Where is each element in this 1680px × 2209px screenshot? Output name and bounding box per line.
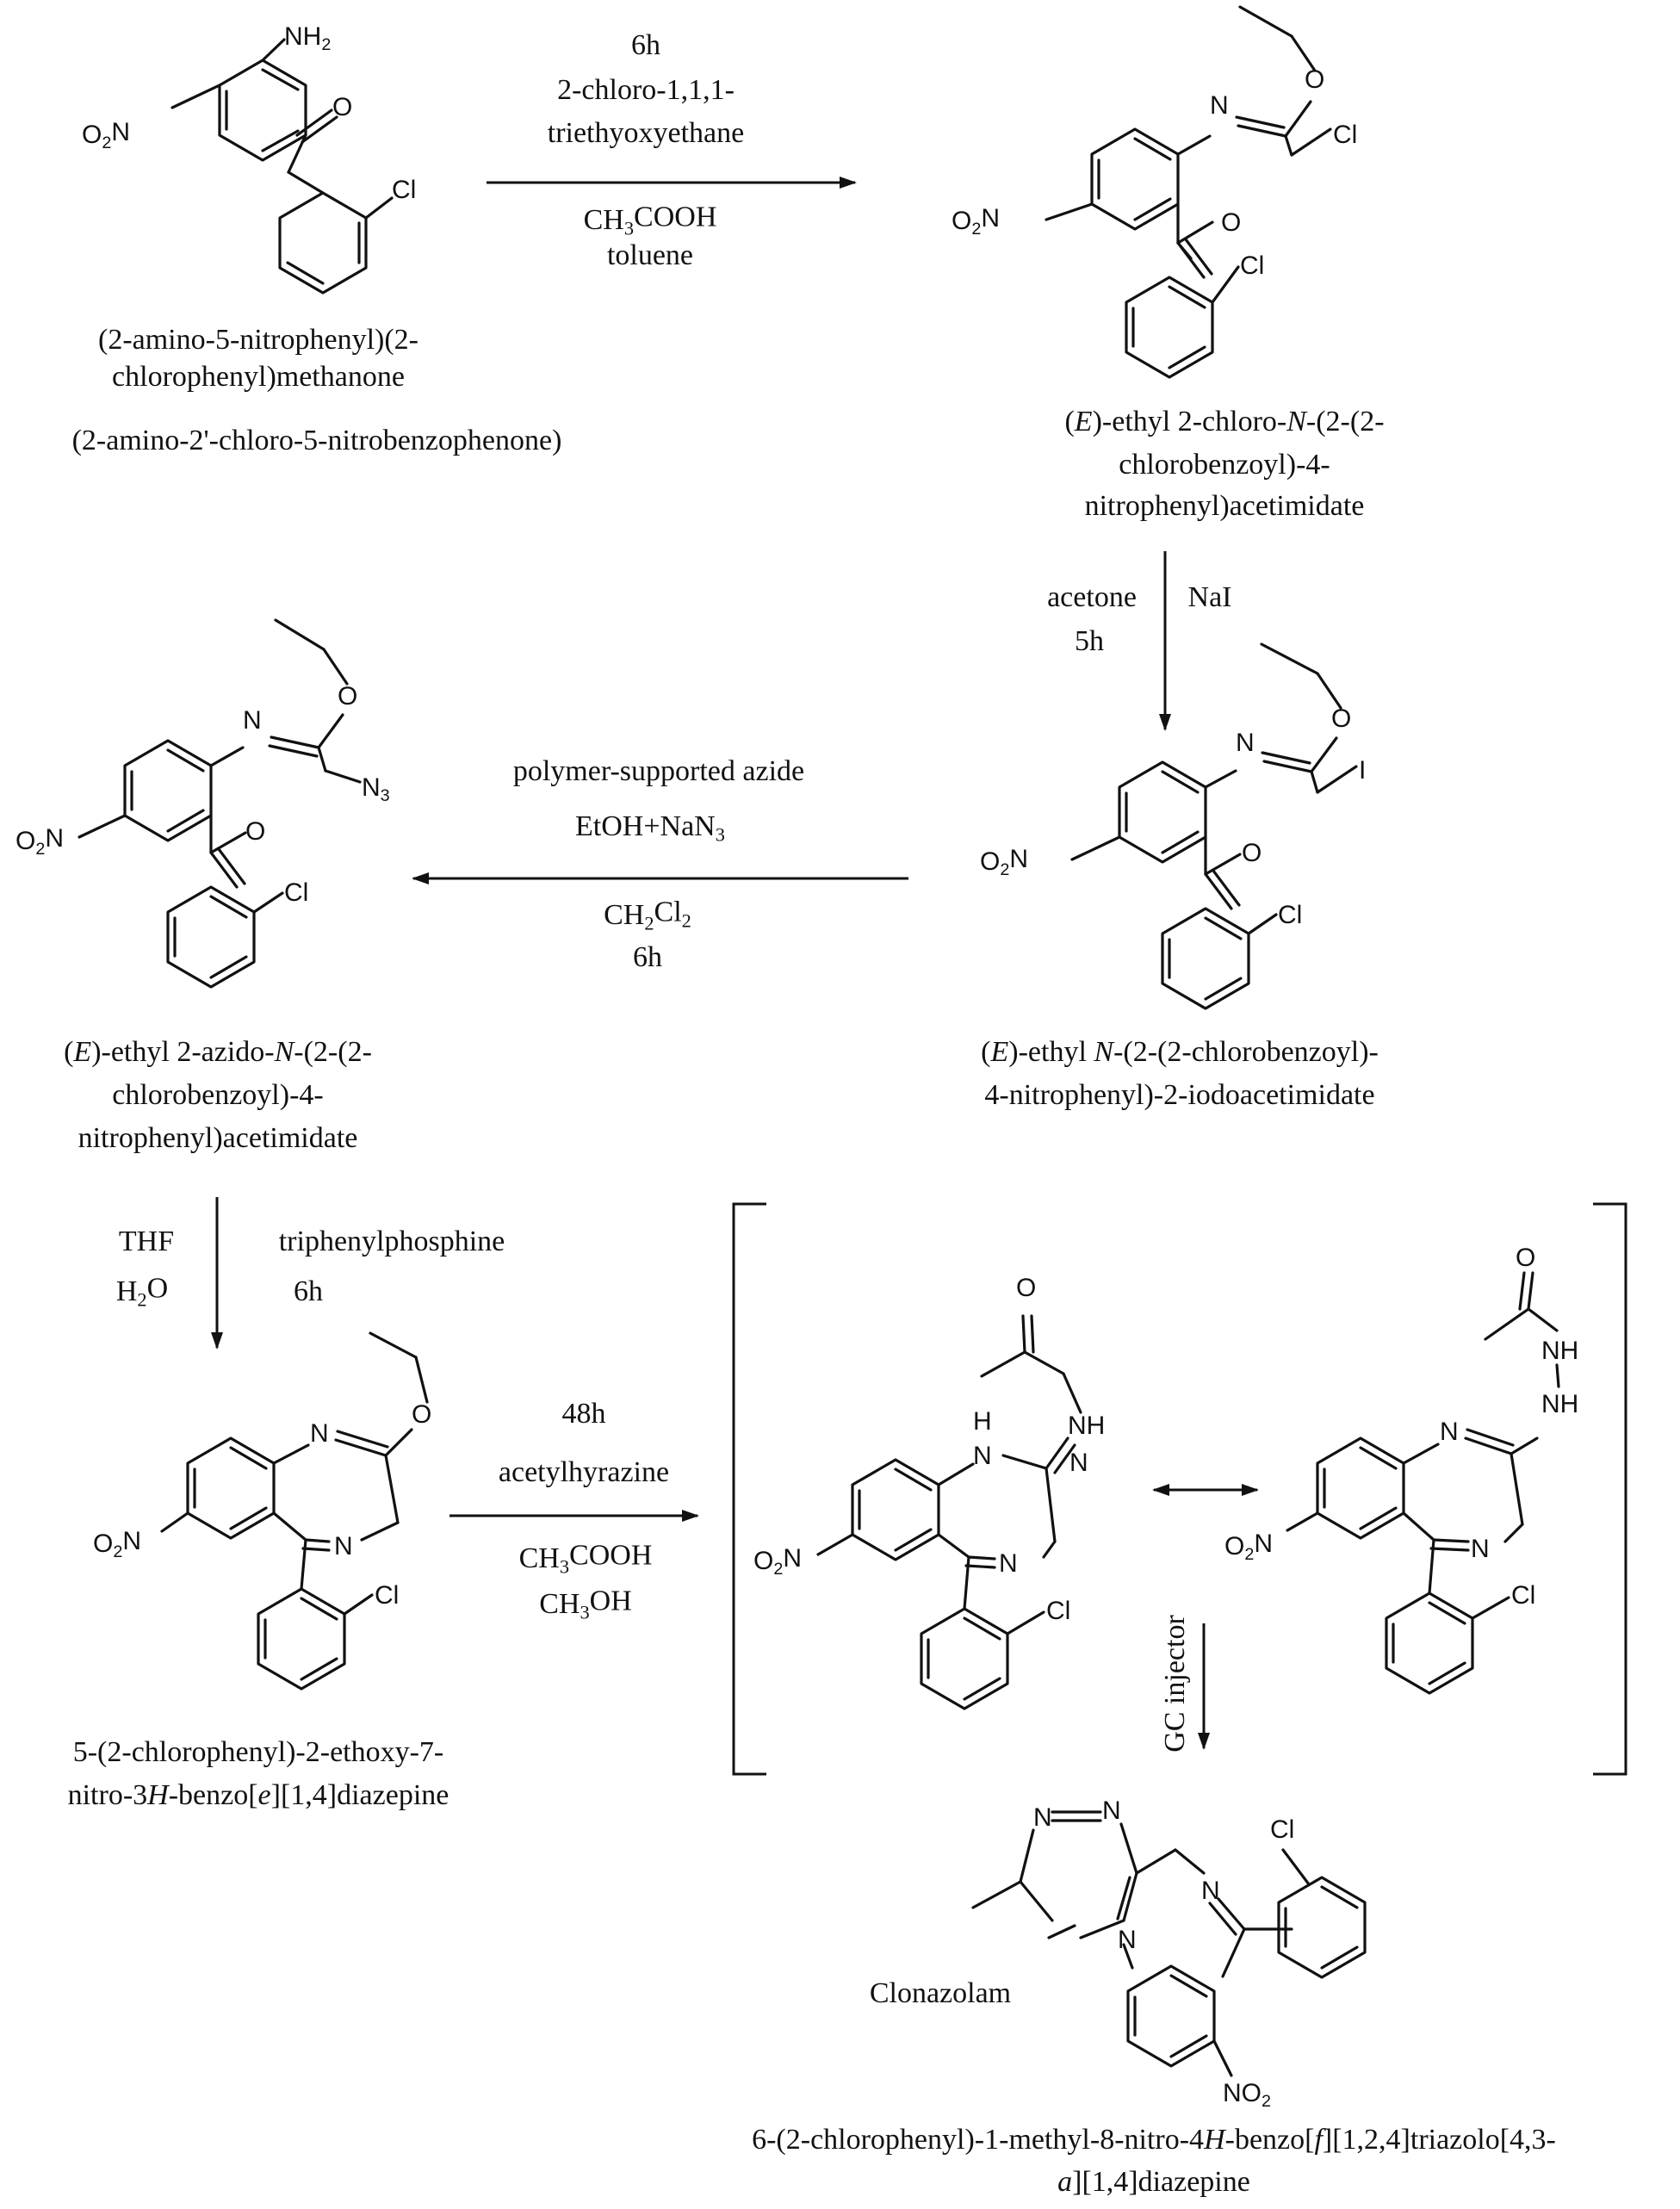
chloro-label: Cl xyxy=(1511,1581,1535,1610)
clonazolam-name-line2: a][1,4]diazepine xyxy=(1057,2166,1250,2198)
imine-n-label: N xyxy=(999,1549,1018,1578)
right-bracket xyxy=(1593,1202,1627,1776)
nitro-label: O2N xyxy=(980,845,1028,879)
r1-below-1: CH3COOH xyxy=(584,202,717,239)
intermediate-7-structure xyxy=(1286,1271,1560,1695)
r1-above-3: triethyoxyethane xyxy=(548,117,744,149)
compound-1-name-line1: (2-amino-5-nitrophenyl)(2- xyxy=(98,324,418,356)
r3-above-2: EtOH+NaN3 xyxy=(575,810,725,846)
carbonyl-o-label: O xyxy=(245,817,265,846)
nitro-label: O2N xyxy=(82,118,130,152)
compound-3-name-line2: 4-nitrophenyl)-2-iodoacetimidate xyxy=(984,1079,1374,1111)
nitro-label: O2N xyxy=(753,1544,802,1579)
r5-below-2: CH3OH xyxy=(539,1585,632,1623)
imine-n-label: N xyxy=(310,1419,329,1448)
chloro-label: Cl xyxy=(375,1581,399,1610)
compound-1-structure xyxy=(170,38,394,295)
compound-1-name-line2: chlorophenyl)methanone xyxy=(112,361,405,393)
ether-o-label: O xyxy=(1331,704,1351,733)
hydrazine-nh-label: NH xyxy=(1541,1390,1578,1418)
compound-5-name-line1: 5-(2-chlorophenyl)-2-ethoxy-7- xyxy=(73,1736,444,1768)
r2-left-1: acetone xyxy=(1047,581,1137,613)
imine-n-label: N xyxy=(1236,729,1255,757)
chloro-label: Cl xyxy=(1333,121,1357,149)
imine-n-label: N xyxy=(1201,1877,1220,1905)
ether-o-label: O xyxy=(1305,65,1324,94)
compound-2-name-line3: nitrophenyl)acetimidate xyxy=(1085,490,1365,522)
chloro-label: Cl xyxy=(1270,1815,1294,1844)
left-bracket xyxy=(732,1202,766,1776)
imine-n-label: N xyxy=(1210,91,1229,120)
compound-3-structure xyxy=(1070,642,1358,1010)
clonazolam-structure xyxy=(971,1810,1367,2077)
carbonyl-o-label: O xyxy=(332,93,352,121)
compound-5-name-line2: nitro-3H-benzo[e][1,4]diazepine xyxy=(68,1779,449,1811)
nitro-label: NO2 xyxy=(1223,2079,1271,2111)
carbonyl-o-label: O xyxy=(1221,208,1241,237)
r5-above-1: 48h xyxy=(562,1398,606,1430)
r6-label: GC injector xyxy=(1159,1615,1191,1753)
ring-n-label: N xyxy=(973,1442,992,1470)
acetyl-o-label: O xyxy=(1516,1244,1535,1272)
compound-2-structure xyxy=(1045,5,1332,379)
hydrazone-n-label: N xyxy=(1069,1449,1088,1477)
r2-right-1: NaI xyxy=(1188,581,1232,613)
r4-right-1: triphenylphosphine xyxy=(279,1225,505,1257)
ether-o-label: O xyxy=(338,682,357,710)
iodo-label: I xyxy=(1359,756,1366,785)
r3-below-1: CH2Cl2 xyxy=(604,897,691,934)
triazole-n-label: N xyxy=(1033,1803,1052,1832)
r1-above-2: 2-chloro-1,1,1- xyxy=(557,74,735,106)
imine-n-label: N xyxy=(1471,1535,1490,1563)
compound-1-alt-name: (2-amino-2'-chloro-5-nitrobenzophenone) xyxy=(72,425,562,456)
carbonyl-o-label: O xyxy=(1242,839,1262,867)
imine-n-label: N xyxy=(243,706,262,735)
clonazolam-label: Clonazolam xyxy=(870,1977,1011,2009)
chloro-label: Cl xyxy=(284,878,308,907)
compound-4-name-line3: nitrophenyl)acetimidate xyxy=(78,1122,358,1154)
azide-label: N3 xyxy=(362,773,390,805)
acetyl-o-label: O xyxy=(1016,1274,1036,1302)
ring-n-label: N xyxy=(1440,1418,1459,1446)
amine-label: NH2 xyxy=(284,22,331,54)
r4-left-1: THF xyxy=(119,1225,174,1257)
chloro-label: Cl xyxy=(1278,901,1302,929)
compound-4-name-line2: chlorobenzoyl)-4- xyxy=(112,1079,323,1111)
compound-3-name-line1: (E)-ethyl N-(2-(2-chlorobenzoyl)- xyxy=(981,1036,1379,1068)
r2-left-2: 5h xyxy=(1075,625,1104,657)
chloro-label: Cl xyxy=(392,176,416,204)
clonazolam-name-line1: 6-(2-chlorophenyl)-1-methyl-8-nitro-4H-b… xyxy=(752,2124,1556,2156)
imine-n-label: N xyxy=(334,1532,353,1561)
nitro-label: O2N xyxy=(93,1527,141,1561)
r3-above-1: polymer-supported azide xyxy=(513,755,804,787)
ether-o-label: O xyxy=(412,1400,431,1429)
nitro-label: O2N xyxy=(952,204,1000,239)
compound-2-name-line2: chlorobenzoyl)-4- xyxy=(1119,449,1330,481)
compound-5-structure xyxy=(160,1331,429,1691)
triazole-n-label: N xyxy=(1118,1926,1137,1954)
hydrazide-nh-label: NH xyxy=(1068,1412,1105,1440)
compound-4-name-line1: (E)-ethyl 2-azido-N-(2-(2- xyxy=(64,1036,372,1068)
nitro-label: O2N xyxy=(1224,1530,1273,1564)
r1-below-2: toluene xyxy=(607,239,693,271)
chloro-label: Cl xyxy=(1240,251,1264,280)
r3-below-2: 6h xyxy=(633,941,662,973)
compound-2-name-line1: (E)-ethyl 2-chloro-N-(2-(2- xyxy=(1064,406,1384,437)
r4-left-2: H2O xyxy=(116,1273,168,1311)
hydrazide-nh-label: NH xyxy=(1541,1337,1578,1365)
nitro-label: O2N xyxy=(15,824,64,859)
r4-right-2: 6h xyxy=(294,1275,323,1307)
compound-4-structure xyxy=(77,618,362,989)
r1-above-1: 6h xyxy=(631,29,660,61)
r5-below-1: CH3COOH xyxy=(519,1540,653,1578)
ring-h-label: H xyxy=(973,1407,992,1436)
triazole-n-label: N xyxy=(1102,1796,1121,1825)
intermediate-6-structure xyxy=(816,1314,1082,1710)
chloro-label: Cl xyxy=(1046,1597,1070,1625)
r5-above-2: acetylhyrazine xyxy=(499,1456,669,1488)
